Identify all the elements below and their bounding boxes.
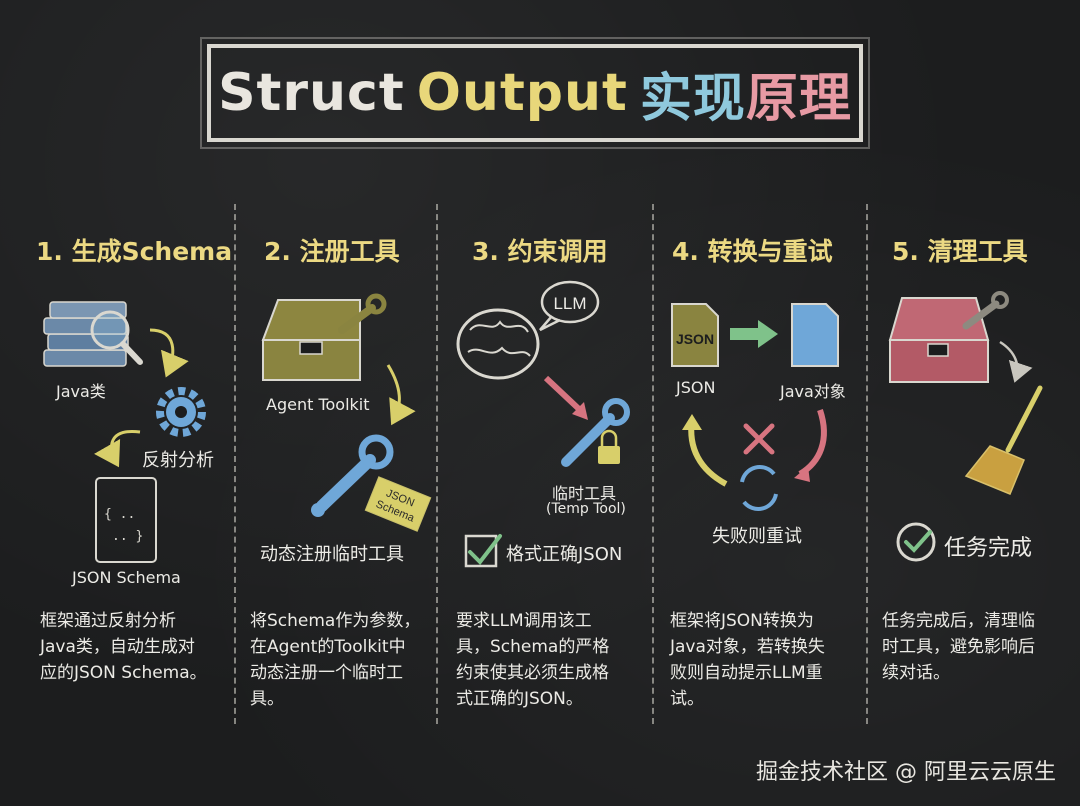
curved-arrow (999, 340, 1033, 383)
doc-text: JSON (676, 331, 714, 347)
arrow (543, 375, 583, 413)
refresh-icon (740, 465, 778, 511)
curved-arrow-right (798, 409, 827, 477)
scroll-icon: { .. .. } (95, 477, 157, 563)
curved-arrow (149, 328, 189, 378)
toolbox-icon (888, 297, 990, 383)
column-divider (652, 204, 654, 724)
speech-bubble: LLM (539, 280, 600, 332)
checkbox-icon (464, 534, 502, 568)
wrench-icon (561, 398, 630, 467)
label-json-schema: JSON Schema (72, 568, 181, 587)
java-document-icon (791, 303, 839, 367)
wrench-icon (962, 291, 1009, 330)
brain-icon (456, 308, 540, 380)
label-dynamic-register: 动态注册临时工具 (260, 544, 404, 565)
toolbox-icon (261, 299, 361, 381)
json-schema-tag: JSON Schema (364, 476, 432, 532)
svg-text:.. }: .. } (112, 529, 143, 544)
step-2-description: 将Schema作为参数， 在Agent的Toolkit中 动态注册一个临时工 具… (250, 611, 421, 709)
lock-icon (598, 429, 620, 464)
title-output: Output (416, 63, 628, 123)
label-temp-tool-en: (Temp Tool) (546, 501, 626, 517)
step-5-description: 任务完成后，清理临 时工具，避免影响后 续对话。 (882, 611, 1035, 683)
title-yuanli: 原理 (745, 68, 852, 129)
label-retry: 失败则重试 (712, 526, 802, 547)
label-reflection: 反射分析 (142, 450, 214, 471)
label-agent-toolkit: Agent Toolkit (266, 395, 370, 414)
label-java-class: Java类 (56, 382, 106, 401)
bubble-text: LLM (553, 294, 586, 313)
svg-text:{ ..: { .. (104, 507, 135, 522)
label-task-complete: 任务完成 (944, 536, 1033, 561)
step-1-title: 1. 生成Schema (36, 237, 233, 266)
label-java-object: Java对象 (780, 382, 846, 401)
arrow-right-icon (730, 320, 778, 348)
curved-arrow (94, 430, 141, 468)
wrench-icon (311, 434, 394, 517)
page-title: Struct Output 实现 原理 (200, 37, 870, 149)
step-4-title: 4. 转换与重试 (672, 237, 833, 266)
label-temp-tool: 临时工具 (552, 484, 617, 503)
curved-arrow (386, 364, 416, 426)
x-icon (743, 423, 775, 455)
step-4-description: 框架将JSON转换为 Java对象，若转换失 败则自动提示LLM重 试。 (670, 611, 825, 709)
check-circle-icon (896, 522, 936, 562)
broom-icon (964, 385, 1043, 495)
step-5-title: 5. 清理工具 (892, 237, 1028, 266)
column-divider (866, 204, 868, 724)
label-correct-json: 格式正确JSON (506, 544, 623, 565)
wrench-icon (338, 293, 387, 334)
label-json: JSON (676, 378, 716, 397)
title-shixian: 实现 (639, 68, 746, 129)
magnifier-icon (90, 310, 143, 365)
step-1-description: 框架通过反射分析 Java类，自动生成对 应的JSON Schema。 (40, 611, 207, 683)
step-2-title: 2. 注册工具 (264, 237, 400, 266)
watermark: 掘金技术社区 @ 阿里云云原生 (756, 760, 1056, 785)
column-divider (436, 204, 438, 724)
books-icon (43, 301, 129, 367)
step-3-description: 要求LLM调用该工 具，Schema的严格 约束使其必须生成格 式正确的JSON… (456, 611, 610, 709)
json-document-icon: JSON (671, 303, 719, 367)
column-divider (234, 204, 236, 724)
step-3-title: 3. 约束调用 (472, 237, 608, 266)
gear-icon (156, 387, 206, 437)
title-struct: Struct (218, 63, 405, 123)
